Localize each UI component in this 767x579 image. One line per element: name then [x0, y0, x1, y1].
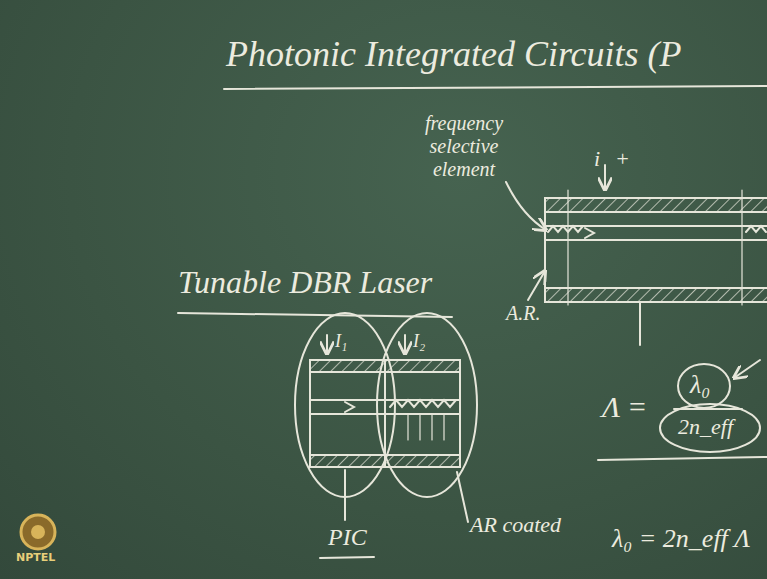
polarity-sign: +	[615, 146, 630, 171]
coating-label: A.R.	[506, 302, 540, 325]
nptel-logo	[31, 525, 45, 539]
dbr-laser	[345, 402, 354, 412]
leader-line	[457, 472, 468, 522]
dbr-laser	[404, 335, 406, 354]
dbr-laser	[295, 313, 395, 497]
underline	[178, 313, 452, 558]
leader-line	[734, 360, 760, 378]
dbr-laser	[390, 400, 456, 407]
board-title: Photonic Integrated Circuits (P	[226, 34, 682, 75]
dbr-laser	[443, 414, 444, 440]
laser-diagram	[585, 228, 594, 238]
laser-diagram	[545, 239, 767, 241]
underline	[178, 313, 452, 317]
formula-marks	[660, 404, 760, 452]
dbr-laser	[295, 313, 477, 497]
laser-diagram	[604, 165, 606, 190]
current-label: I₂	[413, 331, 425, 352]
laser-diagram	[639, 302, 641, 345]
pic-label: PIC	[328, 524, 367, 552]
laser-diagram	[545, 198, 767, 212]
chalk-drawing	[178, 86, 767, 558]
equation: λ₀ = 2n_eff Λ	[612, 524, 750, 554]
dbr-laser	[326, 335, 328, 354]
section-heading: Tunable DBR Laser	[178, 264, 432, 301]
dbr-laser	[431, 414, 432, 440]
underline	[320, 557, 374, 558]
laser-diagram	[567, 190, 568, 305]
laser-diagram	[741, 190, 742, 305]
equation-part: Λ =	[602, 390, 647, 425]
formula-marks	[598, 364, 767, 460]
dbr-laser	[310, 399, 460, 401]
title-underline	[224, 86, 767, 89]
laser-diagram	[548, 226, 583, 232]
formula-marks	[678, 364, 730, 408]
logo-text: NPTEL	[16, 552, 55, 565]
dbr-laser	[310, 413, 460, 415]
laser-diagram	[544, 198, 546, 302]
current-label: I₁	[335, 331, 347, 352]
leader-line	[345, 182, 760, 522]
coating-label: AR coated	[470, 512, 561, 537]
laser-diagram	[545, 288, 767, 302]
leader-line	[506, 182, 546, 230]
title-underline	[224, 86, 767, 89]
equation-part: 2n_eff	[678, 414, 733, 439]
dbr-laser	[419, 414, 420, 440]
nptel-logo	[21, 515, 55, 549]
laser-diagram	[746, 226, 766, 232]
equation-part: λ₀	[690, 370, 710, 400]
laser-diagram	[545, 225, 767, 227]
callout-text: frequency selective element	[416, 112, 512, 181]
laser-diagram	[545, 165, 767, 345]
leader-line	[528, 271, 545, 300]
dbr-laser	[377, 313, 477, 497]
current-label: i	[594, 146, 600, 171]
nptel-logo	[21, 515, 55, 549]
leader-line	[344, 470, 346, 520]
formula-marks	[598, 457, 767, 460]
dbr-laser	[407, 414, 408, 440]
